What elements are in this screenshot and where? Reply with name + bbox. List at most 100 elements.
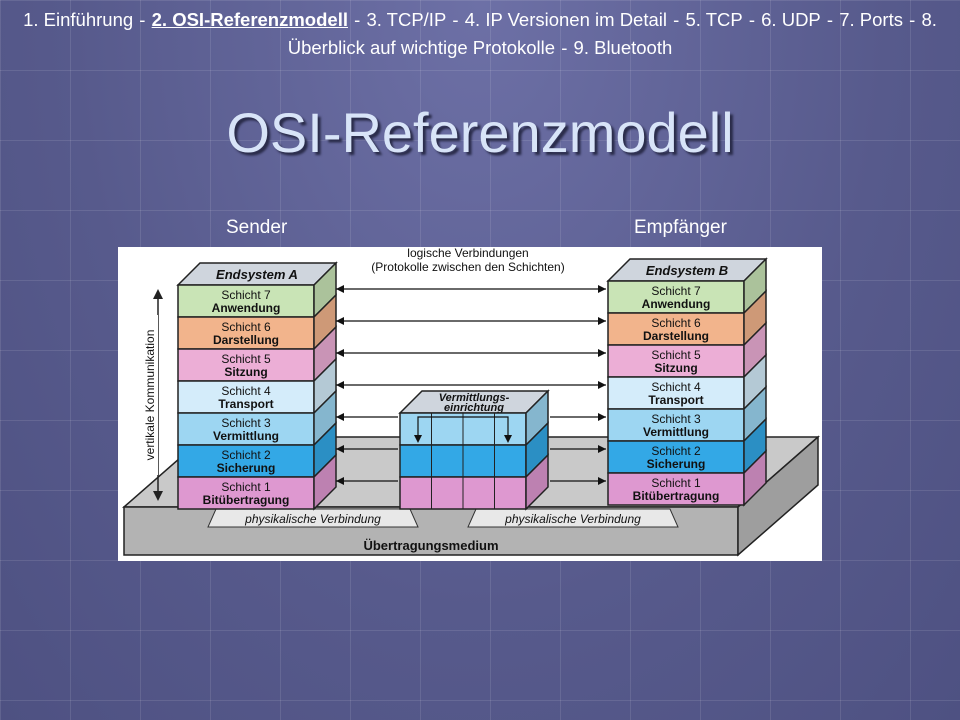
nav-separator: - — [743, 9, 761, 30]
relay-arrow-icon — [414, 435, 422, 443]
layer-name: Transport — [218, 397, 273, 411]
physical-connection-right: physikalische Verbindung — [467, 508, 679, 528]
layer-number: Schicht 4 — [221, 384, 271, 398]
layer-name: Bitübertragung — [633, 489, 720, 503]
receiver-label: Empfänger — [634, 217, 727, 238]
arrow-right-icon — [598, 413, 606, 421]
layer-name: Sicherung — [647, 457, 706, 471]
nav-link-8[interactable]: 8. Überblick auf wichtige Protokolle — [287, 9, 937, 58]
nav-separator: - — [903, 9, 921, 30]
layer-number: Schicht 2 — [221, 448, 271, 462]
vertical-communication-label: vertikale Kommunikation — [143, 330, 157, 461]
arrow-right-icon — [598, 349, 606, 357]
vertical-label-bg — [144, 315, 158, 475]
nav-link-4[interactable]: 4. IP Versionen im Detail — [464, 9, 667, 30]
nav-separator: - — [821, 9, 839, 30]
layer-number: Schicht 3 — [221, 416, 271, 430]
nav-link-6[interactable]: 6. UDP — [761, 9, 821, 30]
vertical-arrow-up-icon — [153, 289, 163, 299]
nav-separator: - — [348, 9, 366, 30]
arrow-left-icon — [336, 285, 344, 293]
system-title: Endsystem B — [646, 263, 728, 278]
medium-label: Übertragungsmedium — [363, 538, 498, 553]
nav-separator: - — [447, 9, 464, 30]
svg-text:physikalische Verbindung: physikalische Verbindung — [244, 512, 381, 526]
layer-number: Schicht 7 — [221, 288, 271, 302]
arrow-right-icon — [598, 317, 606, 325]
layer-number: Schicht 1 — [651, 476, 701, 490]
relay-title-1: Vermittlungs- — [439, 392, 510, 404]
relay-layer-3 — [399, 389, 549, 447]
relay-title-2: einrichtung — [444, 402, 504, 414]
layer-name: Sicherung — [217, 461, 276, 475]
logical-connections-subtitle: (Protokolle zwischen den Schichten) — [371, 260, 564, 274]
arrow-left-icon — [336, 317, 344, 325]
arrow-right-icon — [598, 477, 606, 485]
relay-layer-1 — [399, 453, 549, 511]
layer-name: Sitzung — [654, 361, 697, 375]
layer-name: Bitübertragung — [203, 493, 290, 507]
relay-stack: Vermittlungs-einrichtung — [398, 389, 550, 511]
layer-number: Schicht 6 — [651, 316, 701, 330]
nav-separator: - — [556, 37, 573, 58]
layer-number: Schicht 2 — [651, 444, 701, 458]
arrow-left-icon — [336, 349, 344, 357]
nav-separator: - — [134, 9, 151, 30]
layer-name: Darstellung — [643, 329, 709, 343]
nav-link-9[interactable]: 9. Bluetooth — [573, 37, 673, 58]
layer-name: Transport — [648, 393, 703, 407]
arrow-right-icon — [598, 445, 606, 453]
osi-diagram-svg: Übertragungsmedium physikalische Verbind… — [122, 247, 820, 557]
layer-name: Vermittlung — [643, 425, 709, 439]
layer-name: Anwendung — [642, 297, 711, 311]
arrow-right-icon — [598, 381, 606, 389]
layer-number: Schicht 3 — [651, 412, 701, 426]
arrow-left-icon — [336, 477, 344, 485]
nav-separator: - — [668, 9, 685, 30]
osi-model-diagram: Übertragungsmedium physikalische Verbind… — [118, 247, 822, 561]
logical-connections-title: logische Verbindungen — [407, 247, 528, 260]
relay-layer-2 — [399, 421, 549, 479]
logical-connection-arrows — [336, 285, 606, 485]
nav-link-5[interactable]: 5. TCP — [685, 9, 743, 30]
arrow-right-icon — [598, 285, 606, 293]
platform-side — [737, 435, 819, 557]
arrow-left-icon — [336, 445, 344, 453]
nav-link-3[interactable]: 3. TCP/IP — [366, 9, 447, 30]
nav-link-2[interactable]: 2. OSI-Referenzmodell — [151, 9, 348, 30]
svg-text:physikalische Verbindung: physikalische Verbindung — [504, 512, 641, 526]
layer-name: Anwendung — [212, 301, 281, 315]
relay-routing-path — [417, 416, 509, 439]
layer-number: Schicht 6 — [221, 320, 271, 334]
sender-label: Sender — [226, 217, 288, 238]
chapter-navigation: 1. Einführung - 2. OSI-Referenzmodell - … — [8, 6, 952, 62]
layer-number: Schicht 5 — [221, 352, 271, 366]
layer-number: Schicht 1 — [221, 480, 271, 494]
layer-number: Schicht 5 — [651, 348, 701, 362]
arrow-left-icon — [336, 381, 344, 389]
vertical-arrow-down-icon — [153, 491, 163, 501]
relay-arrow-icon — [504, 435, 512, 443]
layer-number: Schicht 7 — [651, 284, 701, 298]
arrow-left-icon — [336, 413, 344, 421]
layer-name: Darstellung — [213, 333, 279, 347]
nav-link-7[interactable]: 7. Ports — [839, 9, 903, 30]
physical-connection-left: physikalische Verbindung — [207, 508, 419, 528]
slide-title: OSI-Referenzmodell — [226, 101, 734, 164]
layer-name: Sitzung — [224, 365, 267, 379]
nav-link-1[interactable]: 1. Einführung — [23, 9, 134, 30]
system-title: Endsystem A — [216, 267, 298, 282]
